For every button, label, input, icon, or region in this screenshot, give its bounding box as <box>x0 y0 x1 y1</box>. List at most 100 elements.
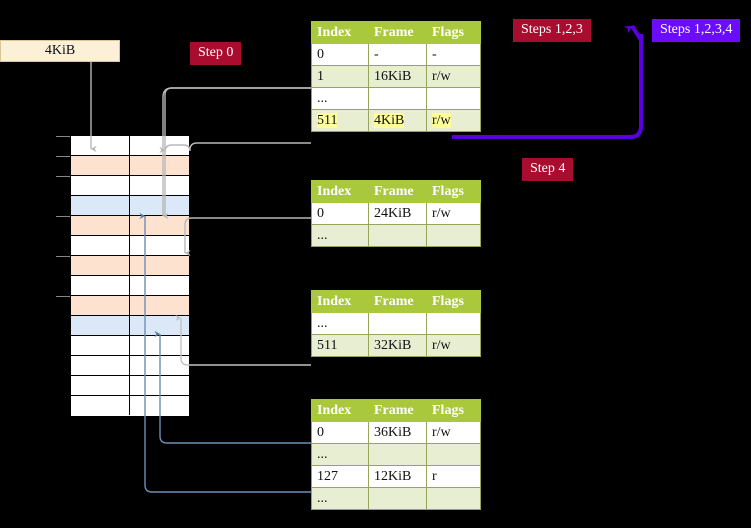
table-cell-flags: r/w <box>426 421 481 444</box>
memory-frame-row <box>71 216 189 236</box>
badge-steps-1-2-3-4-label: Steps 1,2,3,4 <box>660 22 733 37</box>
table-cell-frame: 24KiB <box>368 202 427 225</box>
table-cell-index: 511 <box>311 109 369 132</box>
table-row: ... <box>311 312 481 335</box>
table-cell-flags <box>426 224 481 247</box>
memory-column-divider <box>129 135 130 415</box>
memory-frame-row <box>71 376 189 396</box>
table-cell-flags <box>426 443 481 466</box>
badge-step-4-label: Step 4 <box>530 161 566 176</box>
table-header-frame: Frame <box>368 180 427 203</box>
frame-size-box: 4KiB <box>0 40 120 62</box>
table-cell-frame: 16KiB <box>368 65 427 88</box>
table-row: ... <box>311 443 481 466</box>
table-cell-flags <box>426 312 481 335</box>
table-cell-frame <box>368 224 427 247</box>
memory-frame-row <box>71 156 189 176</box>
highlighted-value: 4KiB <box>374 112 405 128</box>
table-cell-frame <box>368 87 427 110</box>
table-cell-index: 0 <box>311 421 369 444</box>
memory-frame-row <box>71 356 189 376</box>
memory-frame-row <box>71 296 189 316</box>
badge-step-0: Step 0 <box>190 42 242 65</box>
table-row: ... <box>311 224 481 247</box>
memory-frame-row <box>71 136 189 156</box>
table-cell-index: 127 <box>311 465 369 488</box>
table-cell-index: ... <box>311 224 369 247</box>
table-row: 511 4KiB r/w <box>311 109 481 132</box>
table-row: ... <box>311 487 481 510</box>
wire-pdpt-entry0 <box>184 217 311 257</box>
badge-steps-1-2-3-label: Steps 1,2,3 <box>521 22 583 37</box>
highlighted-value: r/w <box>432 112 451 128</box>
table-cell-frame <box>368 487 427 510</box>
frame-size-label: 4KiB <box>44 43 76 58</box>
table-header-flags: Flags <box>426 399 481 422</box>
memory-tick <box>56 296 70 297</box>
badge-step-4: Step 4 <box>522 158 574 181</box>
table-cell-index: ... <box>311 87 369 110</box>
table-cell-flags: r/w <box>426 65 481 88</box>
memory-tick <box>56 176 70 177</box>
memory-tick <box>56 156 70 157</box>
memory-frame-row <box>71 236 189 256</box>
wire-pml4-base-a <box>189 142 311 151</box>
table-header-index: Index <box>311 399 369 422</box>
table-header-flags: Flags <box>426 290 481 313</box>
memory-frame-row <box>71 396 189 416</box>
table-cell-flags <box>426 487 481 510</box>
table-cell-flags <box>426 87 481 110</box>
table-cell-index: 0 <box>311 43 369 66</box>
table-cell-index: 511 <box>311 334 369 357</box>
memory-frame-row <box>71 196 189 216</box>
table-header-index: Index <box>311 180 369 203</box>
table-header-flags: Flags <box>426 180 481 203</box>
table-cell-frame: 12KiB <box>368 465 427 488</box>
table-header-frame: Frame <box>368 290 427 313</box>
memory-tick <box>56 216 70 217</box>
table-cell-frame: 4KiB <box>368 109 427 132</box>
memory-tick <box>56 256 70 257</box>
table-cell-index: ... <box>311 312 369 335</box>
badge-steps-1-2-3: Steps 1,2,3 <box>513 19 591 42</box>
table-cell-index: ... <box>311 443 369 466</box>
memory-tick <box>56 136 70 137</box>
table-cell-frame: 32KiB <box>368 334 427 357</box>
memory-frame-row <box>71 176 189 196</box>
table-cell-frame <box>368 312 427 335</box>
memory-frame-row <box>71 276 189 296</box>
table-cell-flags: r/w <box>426 202 481 225</box>
table-header-index: Index <box>311 21 369 44</box>
badge-step-0-label: Step 0 <box>198 45 234 60</box>
table-cell-index: ... <box>311 487 369 510</box>
memory-frame-row <box>71 256 189 276</box>
table-cell-index: 0 <box>311 202 369 225</box>
table-cell-flags: r/w <box>426 109 481 132</box>
table-cell-frame: 36KiB <box>368 421 427 444</box>
table-header-frame: Frame <box>368 21 427 44</box>
physical-memory-column <box>70 135 190 416</box>
table-cell-frame <box>368 443 427 466</box>
memory-frame-row <box>71 336 189 356</box>
table-header-index: Index <box>311 290 369 313</box>
table-row: ... <box>311 87 481 110</box>
wire-steps-return-arrow <box>623 24 643 42</box>
table-cell-flags: - <box>426 43 481 66</box>
highlighted-value: 511 <box>317 112 338 128</box>
table-cell-flags: r/w <box>426 334 481 357</box>
wire-pd-entry511 <box>175 314 311 366</box>
table-cell-flags: r <box>426 465 481 488</box>
table-row: 0-- <box>311 43 481 66</box>
badge-steps-1-2-3-4: Steps 1,2,3,4 <box>652 19 741 42</box>
table-header-frame: Frame <box>368 399 427 422</box>
table-header-flags: Flags <box>426 21 481 44</box>
